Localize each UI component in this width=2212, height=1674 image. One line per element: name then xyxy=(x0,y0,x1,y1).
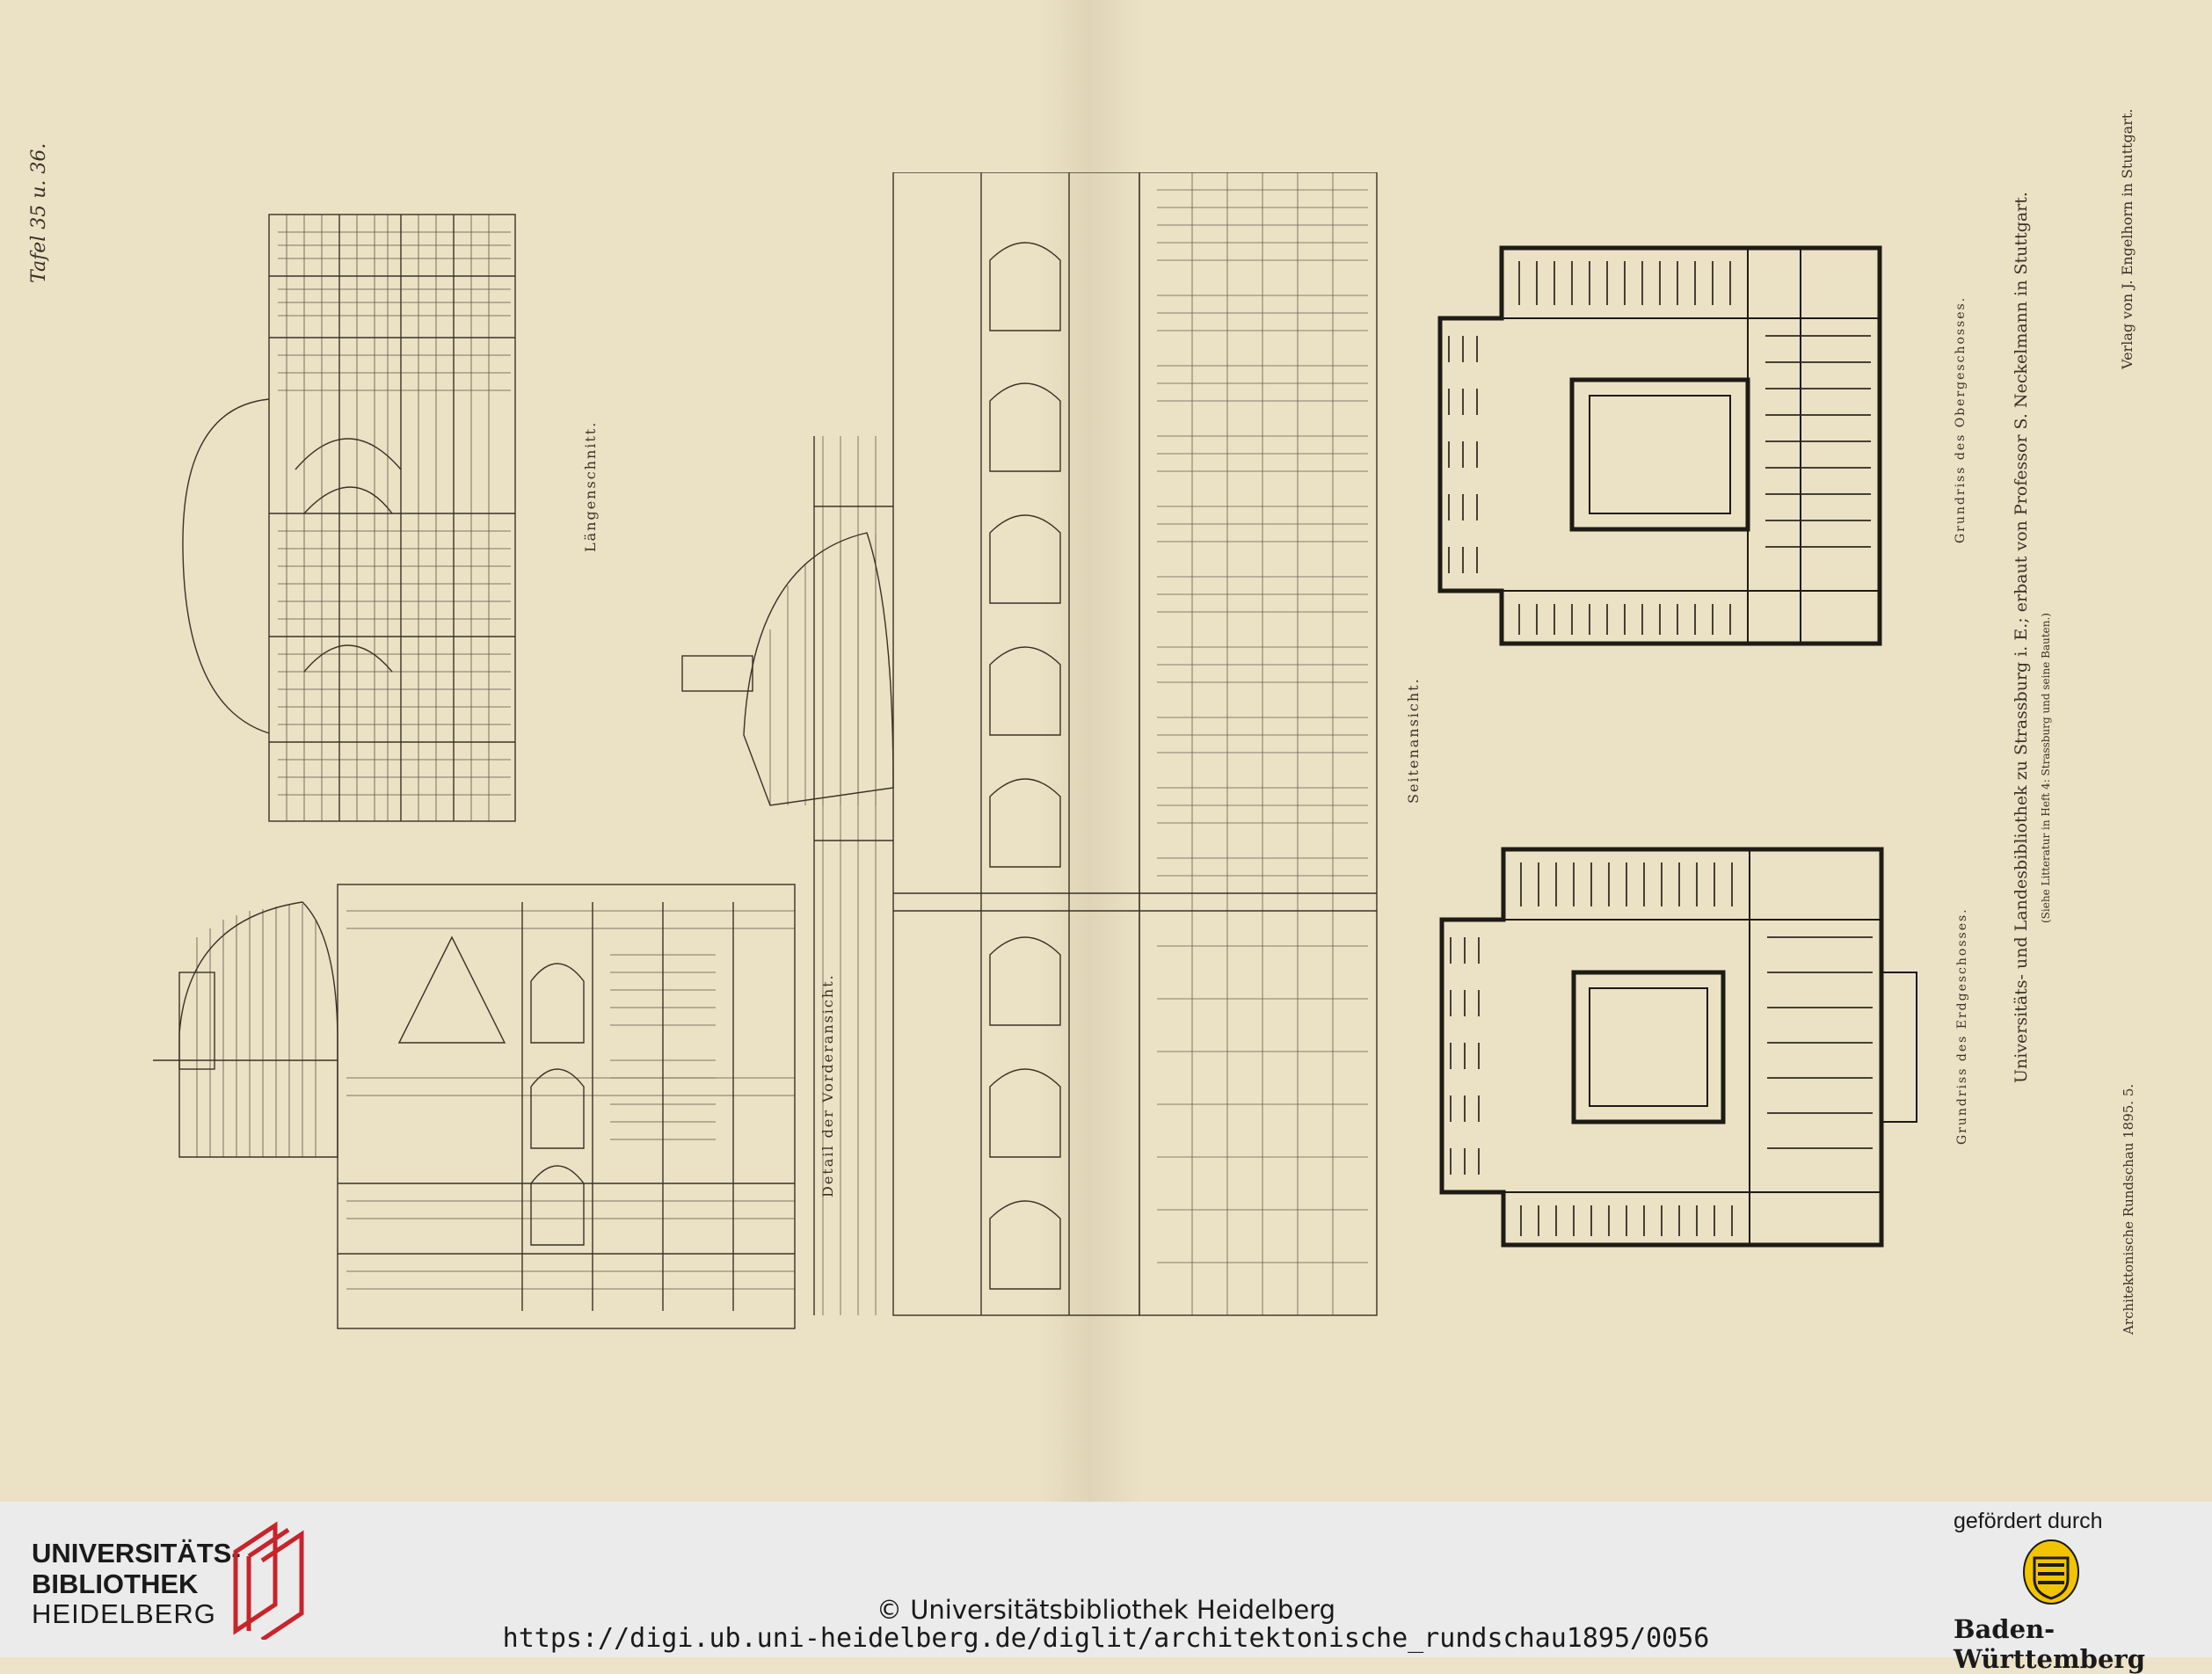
logo-line-3: HEIDELBERG xyxy=(32,1598,216,1630)
label-obergeschoss: Grundriss des Obergeschosses. xyxy=(1954,295,1968,543)
ub-logo-mark-icon xyxy=(233,1521,304,1640)
page-fold-shadow xyxy=(1037,0,1143,1502)
label-erdgeschoss: Grundriss des Erdgeschosses. xyxy=(1955,907,1969,1145)
ub-heidelberg-logo[interactable]: UNIVERSITÄTS- BIBLIOTHEK HEIDELBERG xyxy=(32,1538,241,1630)
publisher-line: Verlag von J. Engelhorn in Stuttgart. xyxy=(2119,108,2136,369)
caption-note: (Siehe Litteratur in Heft 4: Strassburg … xyxy=(2040,613,2052,923)
permalink-url[interactable]: https://digi.ub.uni-heidelberg.de/diglit… xyxy=(502,1623,1710,1654)
journal-line: Architektonische Rundschau 1895. 5. xyxy=(2121,1083,2136,1335)
caption-main: Universitäts- und Landesbibliothek zu St… xyxy=(2012,192,2031,1083)
copyright-notice: © Universitätsbibliothek Heidelberg xyxy=(876,1595,1335,1625)
side-elevation-drawing xyxy=(681,172,1378,1316)
label-laengsschnitt: Längenschnitt. xyxy=(582,420,599,552)
label-seitenansicht: Seitenansicht. xyxy=(1405,677,1422,804)
section-drawing xyxy=(182,214,516,822)
logo-line-1: UNIVERSITÄTS- xyxy=(32,1538,241,1568)
funded-by-label: gefördert durch xyxy=(1954,1509,2103,1533)
upper-floor-plan xyxy=(1437,245,1882,646)
plate-scan: Tafel 35 u. 36. Längenschnitt. Detail de… xyxy=(28,0,2136,1502)
footer-bar xyxy=(0,1502,2212,1657)
ground-floor-plan xyxy=(1439,847,1917,1248)
front-detail-drawing xyxy=(153,884,796,1329)
funder-name: Baden-Württemberg xyxy=(1954,1614,2145,1674)
baden-wuerttemberg-emblem-icon xyxy=(2023,1539,2079,1605)
logo-line-2: BIBLIOTHEK xyxy=(32,1568,199,1599)
plate-number: Tafel 35 u. 36. xyxy=(28,142,50,283)
